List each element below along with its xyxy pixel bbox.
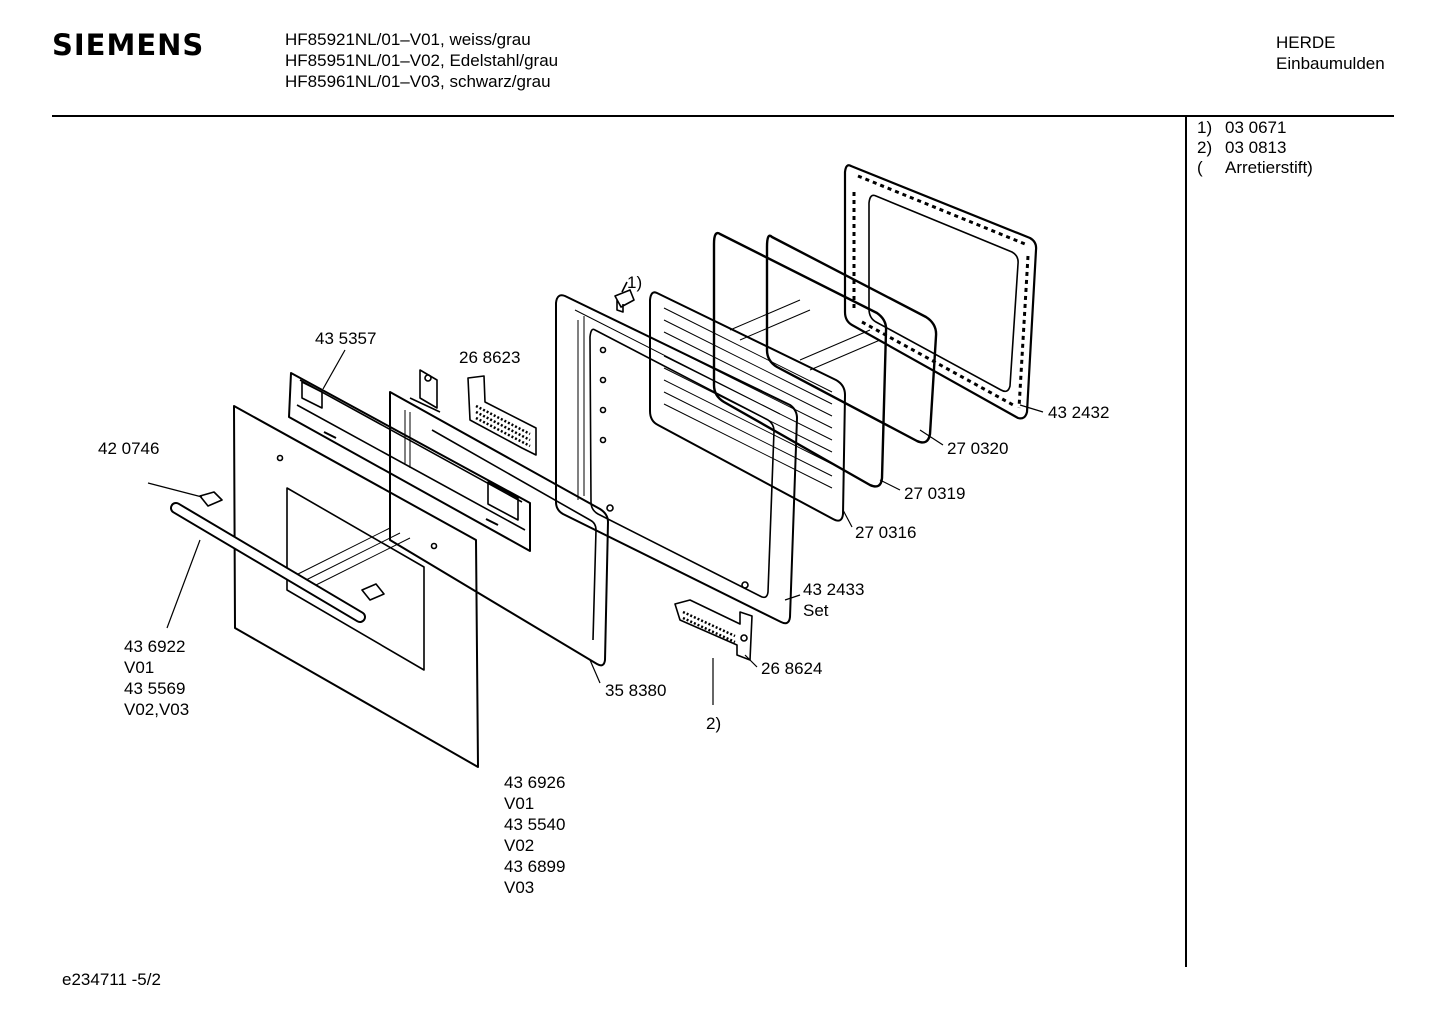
footnote-text: 03 0671 xyxy=(1225,118,1287,137)
callout-clip-ref: 1) xyxy=(627,273,643,292)
part-hinge-268624 xyxy=(674,599,753,661)
part-door-handle xyxy=(170,491,385,623)
callout-435357: 43 5357 xyxy=(315,329,377,348)
footnote-row: ( Arretierstift) xyxy=(1197,158,1313,178)
category-line: HERDE xyxy=(1276,33,1336,52)
footnote-row: 2) 03 0813 xyxy=(1197,138,1313,158)
footnote-text: 03 0813 xyxy=(1225,138,1287,157)
category-line: Einbaumulden xyxy=(1276,54,1385,73)
part-gasket-270319 xyxy=(712,231,888,488)
callout-420746: 42 0746 xyxy=(98,439,160,458)
footnote-marker: ( xyxy=(1197,158,1203,177)
part-inner-frame xyxy=(555,294,798,625)
footnote-marker: 1) xyxy=(1197,118,1213,137)
model-line: HF85961NL/01–V03, schwarz/grau xyxy=(285,72,551,91)
callout-270319: 27 0319 xyxy=(904,484,966,503)
category: HERDE Einbaumulden xyxy=(1276,32,1385,74)
header-divider xyxy=(52,115,1394,117)
model-line: HF85921NL/01–V01, weiss/grau xyxy=(285,30,531,49)
notes-divider xyxy=(1185,117,1187,967)
footnote-row: 1) 03 0671 xyxy=(1197,118,1313,138)
callout-270316: 27 0316 xyxy=(855,523,917,542)
callout-268624: 26 8624 xyxy=(761,659,823,678)
part-hinge-268623 xyxy=(467,375,537,456)
callout-358380: 35 8380 xyxy=(605,681,667,700)
footnotes: 1) 03 0671 2) 03 0813 ( Arretierstift) xyxy=(1197,118,1313,178)
callout-hinge-ref: 2) xyxy=(706,714,722,733)
leader-lines xyxy=(147,349,1044,705)
model-line: HF85951NL/01–V02, Edelstahl/grau xyxy=(285,51,559,70)
callout-268623: 26 8623 xyxy=(459,348,521,367)
model-list: HF85921NL/01–V01, weiss/grau HF85951NL/0… xyxy=(285,29,558,92)
part-seal-frame-back xyxy=(843,164,1038,420)
part-back-panel xyxy=(389,369,609,667)
callout-270320: 27 0320 xyxy=(947,439,1009,458)
callout-436926: 43 6926 V01 43 5540 V02 43 6899 V03 xyxy=(504,773,566,897)
drawing-id: e234711 -5/2 xyxy=(62,970,161,989)
part-clip xyxy=(614,281,635,313)
brand-logo: SIEMENS xyxy=(52,28,205,62)
part-front-door xyxy=(233,405,479,768)
part-control-strip xyxy=(288,372,531,552)
callout-432432: 43 2432 xyxy=(1048,403,1110,422)
footnote-marker: 2) xyxy=(1197,138,1213,157)
callout-432433: 43 2433 Set xyxy=(803,580,865,620)
part-gasket-270320 xyxy=(765,234,938,444)
callout-436922: 43 6922 V01 43 5569 V02,V03 xyxy=(124,637,190,719)
footnote-text: Arretierstift) xyxy=(1225,158,1313,177)
